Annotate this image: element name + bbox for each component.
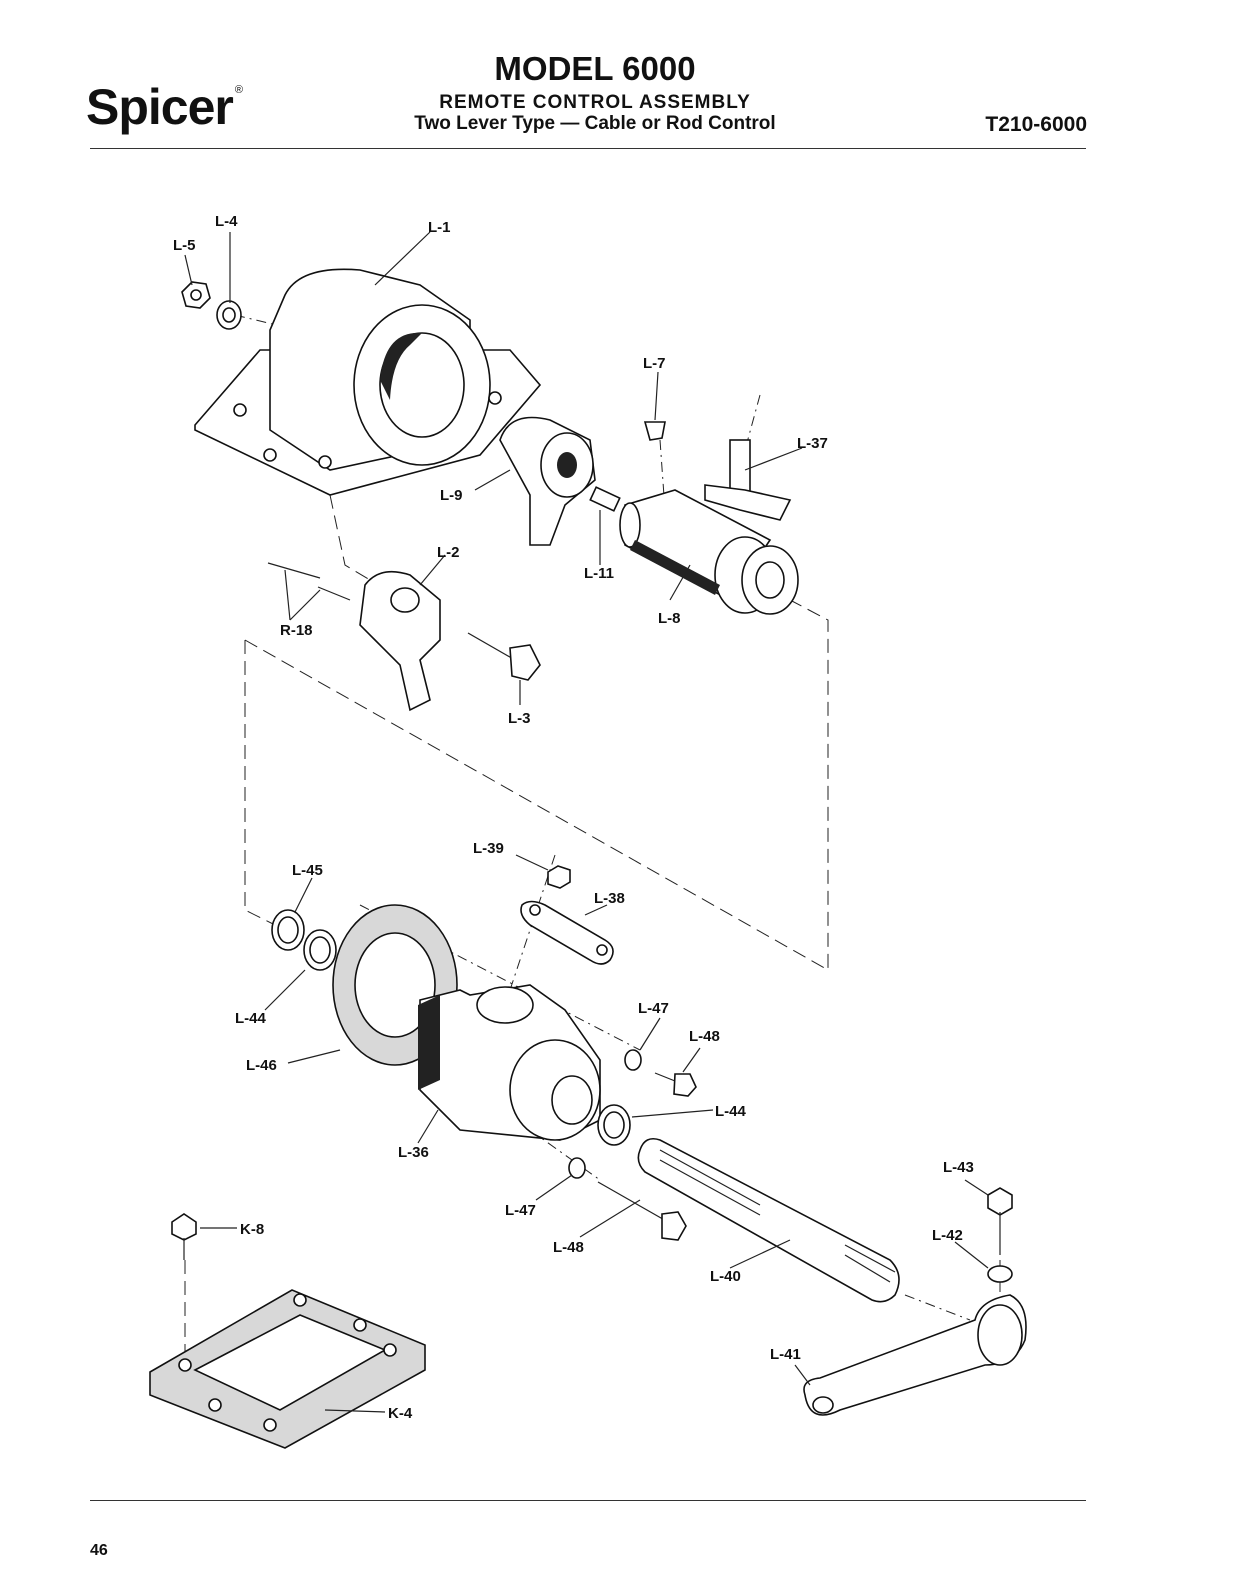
lever-arm-part-l41 (803, 1294, 1027, 1416)
housing-part-l1 (194, 268, 542, 496)
label-l11: L-11 (584, 565, 614, 582)
washer-part-l4 (216, 300, 242, 330)
brand-name: Spicer (86, 79, 234, 135)
sleeve-part-l8 (619, 489, 799, 615)
label-l40: L-40 (710, 1268, 741, 1285)
label-l9: L-9 (440, 487, 463, 504)
label-l41: L-41 (770, 1346, 801, 1363)
label-l2: L-2 (437, 544, 460, 561)
document-number: T210-6000 (985, 113, 1087, 136)
model-title: MODEL 6000 (494, 50, 696, 87)
label-l39: L-39 (473, 840, 504, 857)
brand-logo: Spicer® (86, 78, 243, 136)
leader-lines (184, 231, 989, 1413)
bolt-part-k8 (171, 1213, 197, 1260)
page-number: 46 (90, 1542, 108, 1559)
label-l43: L-43 (943, 1159, 974, 1176)
shaft-part-l40 (637, 1137, 900, 1303)
link-part-l38 (520, 900, 614, 965)
label-l44-lower: L-44 (715, 1103, 747, 1120)
bolt-part-l3 (467, 632, 541, 681)
footer-rule (90, 1500, 1086, 1501)
washer-part-l47-upper (624, 1049, 642, 1071)
label-l4: L-4 (215, 213, 238, 230)
label-l48-lower: L-48 (553, 1239, 584, 1256)
shaft-lever-part-l37 (704, 439, 792, 521)
label-l38: L-38 (594, 890, 625, 907)
registered-mark: ® (234, 84, 243, 96)
bolt-part-l48-lower (597, 1181, 687, 1241)
label-l42: L-42 (932, 1227, 963, 1244)
label-l48-upper: L-48 (689, 1028, 720, 1045)
lever-part-l9 (499, 416, 596, 546)
label-l47-lower: L-47 (505, 1202, 536, 1219)
label-l47-upper: L-47 (638, 1000, 669, 1017)
assembly-description: Two Lever Type — Cable or Rod Control (414, 113, 776, 134)
label-l1: L-1 (428, 219, 451, 236)
nut-part-l39 (547, 865, 571, 889)
ring-part-l44-upper (303, 929, 337, 971)
ring-part-l45 (271, 909, 305, 951)
assembly-subtitle: REMOTE CONTROL ASSEMBLY (439, 92, 751, 113)
label-l3: L-3 (508, 710, 531, 727)
ring-part-l44-lower (597, 1104, 631, 1146)
bolt-part-l43 (987, 1187, 1013, 1255)
washer-part-l42 (987, 1265, 1013, 1283)
label-l45: L-45 (292, 862, 323, 879)
label-k4: K-4 (388, 1405, 413, 1422)
label-l46: L-46 (246, 1057, 277, 1074)
header-rule (90, 148, 1086, 149)
bolt-part-l48-upper (654, 1072, 697, 1097)
pins-part-r18 (267, 562, 351, 601)
screw-part-l11 (589, 486, 621, 512)
label-l37: L-37 (797, 435, 828, 452)
label-k8: K-8 (240, 1221, 264, 1238)
cover-housing-part-l36 (418, 984, 601, 1141)
label-l7: L-7 (643, 355, 666, 372)
gasket-plate-part-k4 (149, 1289, 426, 1449)
key-part-l7 (643, 421, 666, 441)
label-l36: L-36 (398, 1144, 429, 1161)
label-l44-upper: L-44 (235, 1010, 267, 1027)
bracket-part-l2 (359, 570, 441, 712)
washer-part-l47-lower (568, 1157, 586, 1179)
label-l5: L-5 (173, 237, 196, 254)
label-l8: L-8 (658, 610, 681, 627)
nut-part-l5 (181, 281, 211, 309)
label-r18: R-18 (280, 622, 313, 639)
